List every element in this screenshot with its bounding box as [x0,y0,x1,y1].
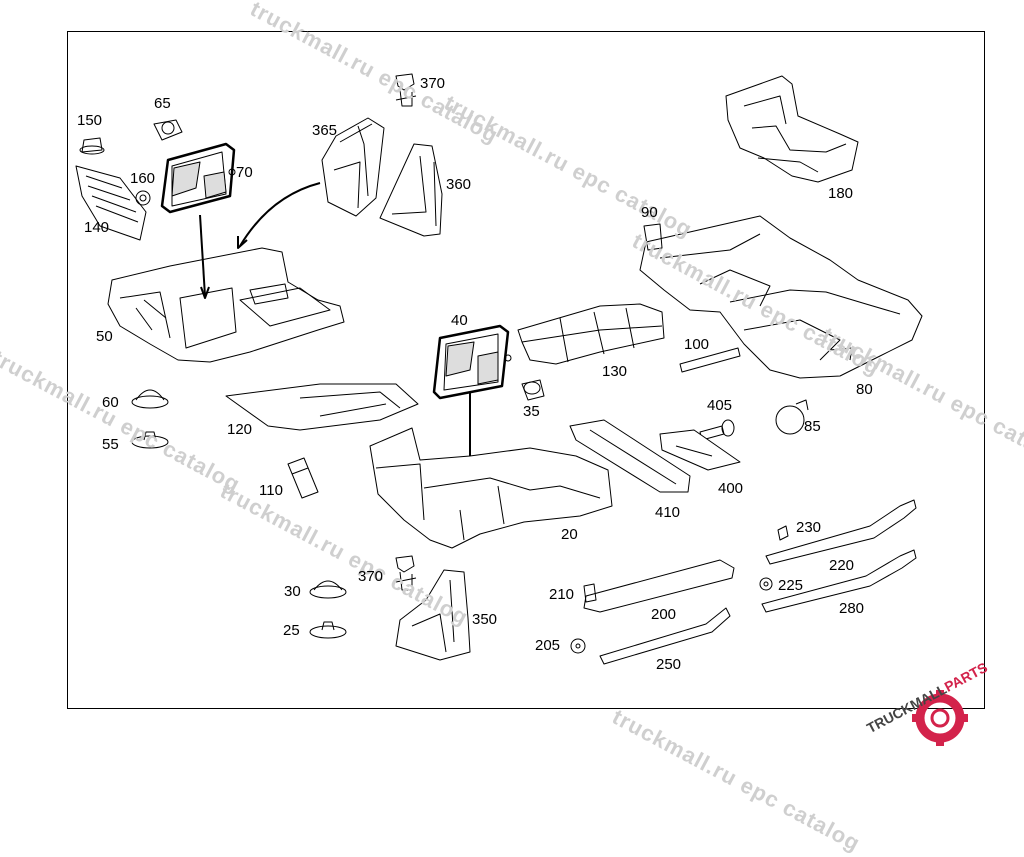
part-350[interactable] [395,569,471,661]
part-220[interactable] [765,499,917,565]
part-225[interactable] [759,577,773,591]
part-400[interactable] [659,429,741,471]
part-70[interactable] [160,142,236,214]
arrow-365 [239,182,321,247]
callout-20[interactable]: 20 [561,526,578,543]
callout-120[interactable]: 120 [227,421,253,438]
arrow-365-head [237,236,248,249]
callout-150[interactable]: 150 [77,112,103,129]
part-410[interactable] [569,419,691,493]
part-280[interactable] [761,549,917,613]
diagram-frame [67,31,985,709]
part-200[interactable] [583,559,735,613]
callout-370-lower[interactable]: 370 [358,568,384,585]
callout-410[interactable]: 410 [655,504,681,521]
arrow-70-head [200,286,210,299]
callout-205[interactable]: 205 [535,637,561,654]
part-20[interactable] [369,427,613,549]
part-210[interactable] [583,583,597,603]
part-230[interactable] [777,525,789,541]
callout-30[interactable]: 30 [284,583,301,600]
part-25[interactable] [309,621,347,639]
callout-180[interactable]: 180 [828,185,854,202]
part-35[interactable] [521,379,545,401]
part-370-top[interactable] [395,73,417,107]
part-180[interactable] [725,75,859,183]
callout-280[interactable]: 280 [839,600,865,617]
part-405[interactable] [699,419,735,441]
part-50[interactable] [107,247,345,363]
callout-25[interactable]: 25 [283,622,300,639]
callout-70[interactable]: 70 [236,164,253,181]
parts-diagram [75,73,923,665]
callout-55[interactable]: 55 [102,436,119,453]
part-65[interactable] [153,119,183,141]
part-365[interactable] [321,117,385,217]
callout-400[interactable]: 400 [718,480,744,497]
part-120[interactable] [225,383,419,431]
part-140[interactable] [75,165,147,241]
callout-140[interactable]: 140 [84,219,110,236]
part-90[interactable] [643,223,663,251]
part-205[interactable] [570,638,586,654]
part-100[interactable] [679,347,741,373]
truckmall-parts-logo: TRUCKMALLPARTS [858,659,1024,750]
callout-225[interactable]: 225 [778,577,804,594]
part-370-bottom[interactable] [395,555,417,591]
callout-130[interactable]: 130 [602,363,628,380]
part-110[interactable] [287,457,319,499]
part-85[interactable] [775,399,809,435]
callout-365[interactable]: 365 [312,122,338,139]
callout-360[interactable]: 360 [446,176,472,193]
callout-40[interactable]: 40 [451,312,468,329]
callout-90[interactable]: 90 [641,204,658,221]
part-80[interactable] [639,215,923,379]
callout-60[interactable]: 60 [102,394,119,411]
callout-405[interactable]: 405 [707,397,733,414]
callout-350[interactable]: 350 [472,611,498,628]
callout-370[interactable]: 370 [420,75,446,92]
part-250[interactable] [599,607,731,665]
callout-85[interactable]: 85 [804,418,821,435]
callout-230[interactable]: 230 [796,519,822,536]
callout-220[interactable]: 220 [829,557,855,574]
callout-250[interactable]: 250 [656,656,682,673]
callout-50[interactable]: 50 [96,328,113,345]
part-55[interactable] [131,431,169,449]
callout-210[interactable]: 210 [549,586,575,603]
arrow-70 [199,214,206,297]
part-160[interactable] [135,190,151,206]
callout-200[interactable]: 200 [651,606,677,623]
callout-80[interactable]: 80 [856,381,873,398]
part-30[interactable] [309,580,347,599]
part-40[interactable] [432,324,512,400]
part-150[interactable] [79,137,105,155]
part-130[interactable] [517,303,665,365]
callout-100[interactable]: 100 [684,336,710,353]
callout-110[interactable]: 110 [259,482,283,499]
callout-35[interactable]: 35 [523,403,540,420]
callout-65[interactable]: 65 [154,95,171,112]
gear-logo-icon [912,690,968,746]
callout-160[interactable]: 160 [130,170,156,187]
part-360[interactable] [379,143,443,237]
part-60[interactable] [131,389,169,409]
